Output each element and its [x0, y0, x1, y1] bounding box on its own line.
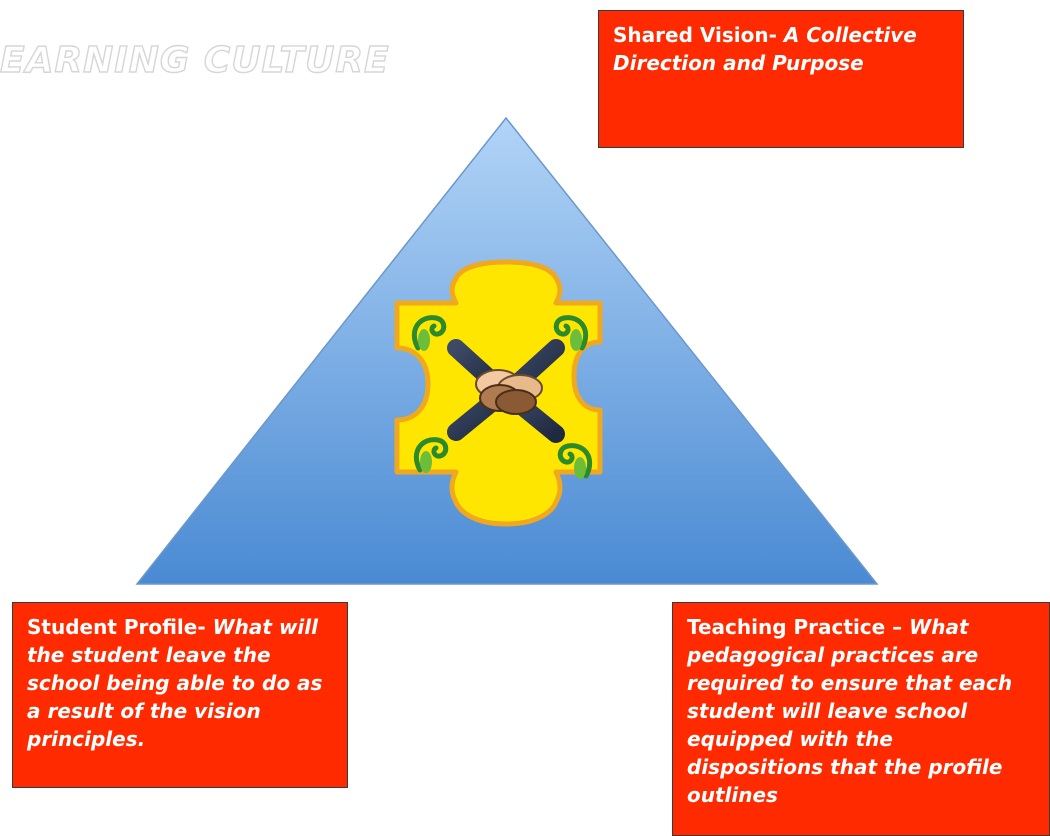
- teaching-practice-heading: Teaching Practice –: [687, 615, 910, 639]
- koru-icon: [411, 315, 593, 479]
- student-profile-text: What will the student leave the school b…: [27, 615, 323, 751]
- shared-vision-box: Shared Vision- A Collective Direction an…: [598, 10, 964, 148]
- teaching-practice-text: What pedagogical practices are required …: [687, 615, 1013, 807]
- shared-vision-heading: Shared Vision-: [613, 23, 784, 47]
- shared-vision-text: A Collective Direction and Purpose: [613, 23, 917, 75]
- koru-accent-icon: [418, 329, 586, 479]
- student-profile-heading: Student Profile-: [27, 615, 213, 639]
- student-profile-box: Student Profile- What will the student l…: [12, 602, 348, 788]
- slide-title: EARNING CULTURE: [0, 39, 390, 81]
- joined-hands-icon: [447, 339, 565, 443]
- teaching-practice-box: Teaching Practice – What pedagogical pra…: [672, 602, 1050, 836]
